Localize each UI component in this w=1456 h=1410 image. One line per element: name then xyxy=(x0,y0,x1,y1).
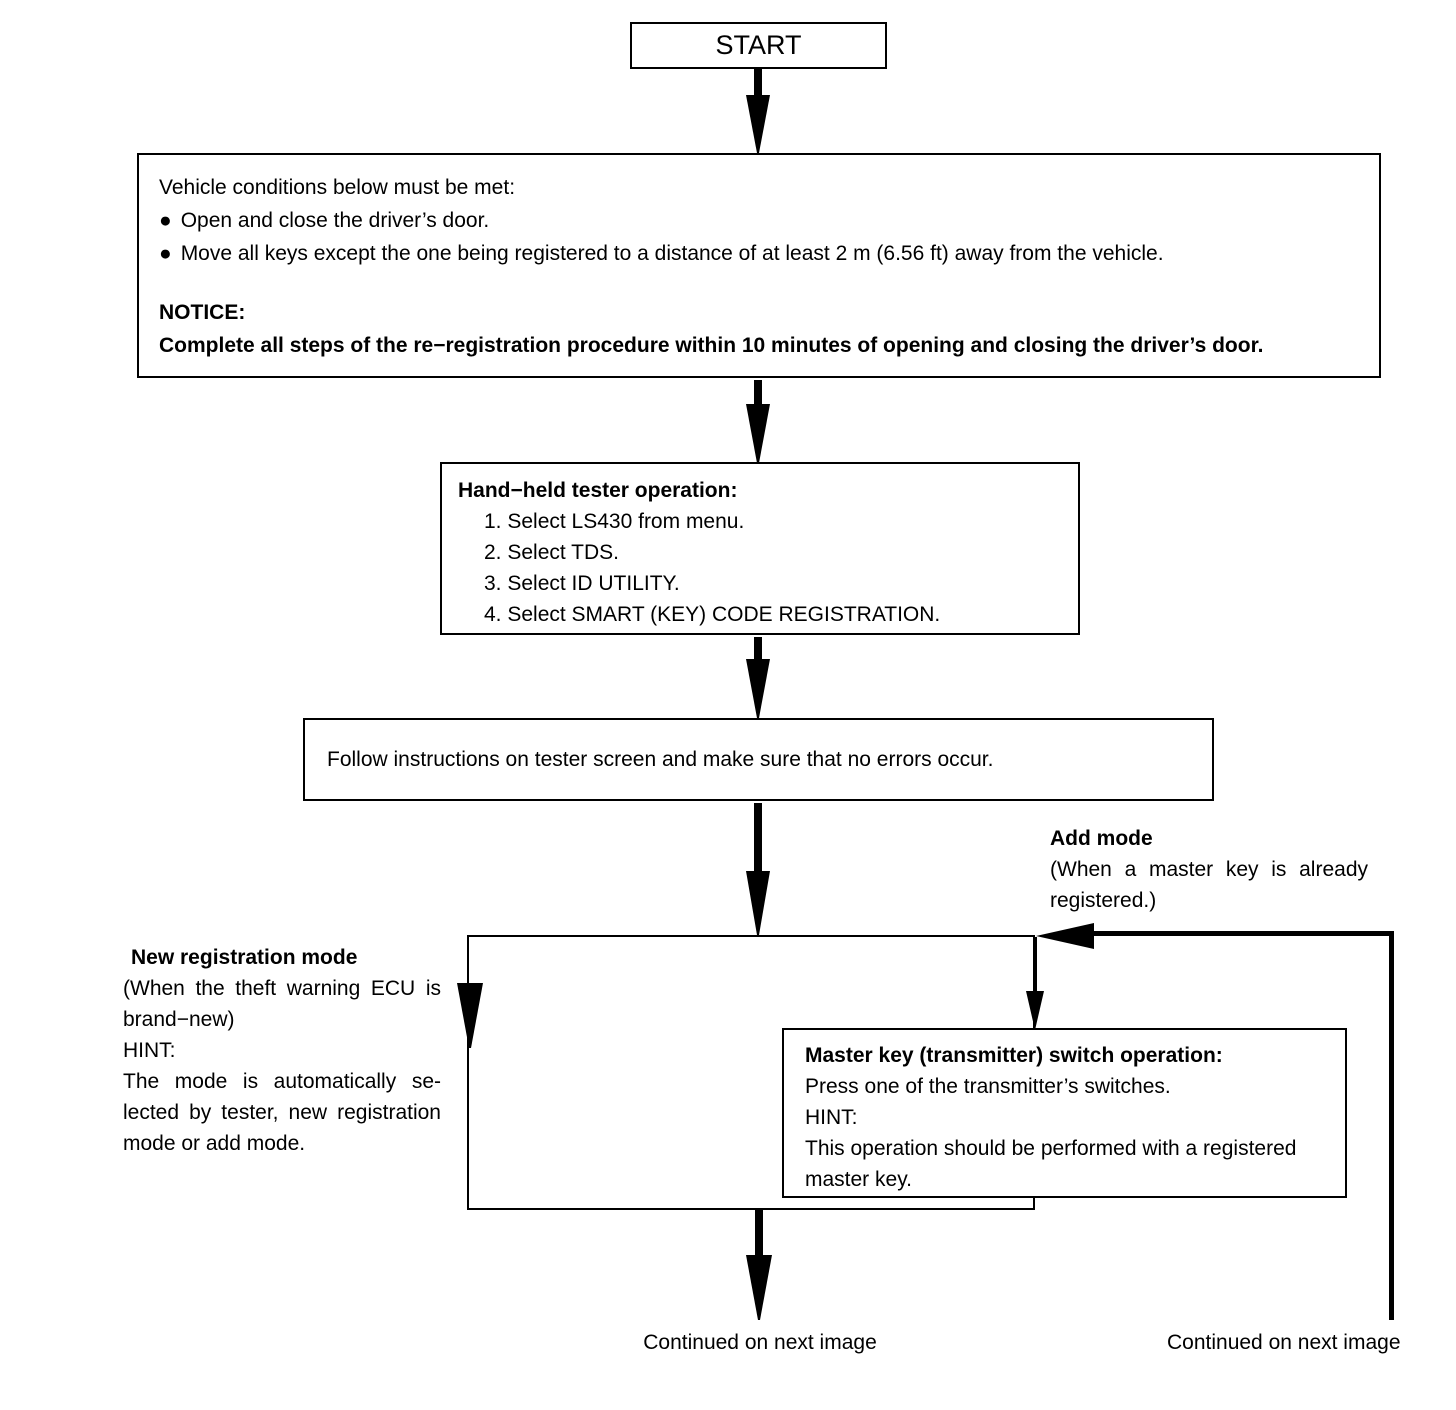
add-mode-title: Add mode xyxy=(1050,827,1153,850)
spacer xyxy=(159,270,1365,296)
flow-arrow-down-1 xyxy=(746,69,770,153)
master-key-operation-node: Master key (transmitter) switch operatio… xyxy=(782,1028,1347,1198)
tester-step: 2. Select TDS. xyxy=(484,541,620,564)
continued-label-center: Continued on next image xyxy=(643,1331,877,1354)
continued-label-right: Continued on next image xyxy=(1167,1331,1401,1354)
notice-label: NOTICE: xyxy=(159,301,246,324)
condition-item: ● Move all keys except the one being reg… xyxy=(159,237,1365,270)
tester-steps: 1. Select LS430 from menu. 2. Select TDS… xyxy=(458,506,1068,630)
master-key-line: Press one of the transmitter’s switches. xyxy=(805,1075,1171,1098)
new-mode-line: mode or add mode. xyxy=(123,1132,306,1155)
bullet-icon: ● xyxy=(159,242,172,265)
vehicle-conditions-node: Vehicle conditions below must be met: ● … xyxy=(137,153,1381,378)
new-mode-line: HINT: xyxy=(123,1039,176,1062)
tester-step: 3. Select ID UTILITY. xyxy=(484,572,680,595)
tester-step: 1. Select LS430 from menu. xyxy=(484,510,745,533)
tester-operation-node: Hand−held tester operation: 1. Select LS… xyxy=(440,462,1080,635)
tester-step: 4. Select SMART (KEY) CODE REGISTRATION. xyxy=(484,603,941,626)
new-registration-mode-label: New registration mode (When the theft wa… xyxy=(123,942,441,1159)
master-key-line: This operation should be performed with … xyxy=(805,1137,1297,1160)
follow-instructions-node: Follow instructions on tester screen and… xyxy=(303,718,1214,801)
master-key-line: master key. xyxy=(805,1168,912,1191)
condition-item: ● Open and close the driver’s door. xyxy=(159,204,1365,237)
bullet-icon: ● xyxy=(159,209,172,232)
condition-text: Move all keys except the one being regis… xyxy=(180,242,1164,265)
tester-title: Hand−held tester operation: xyxy=(458,479,738,502)
master-key-line: HINT: xyxy=(805,1106,858,1129)
add-mode-line: (When a master key is already xyxy=(1050,858,1368,881)
new-mode-line: (When the theft warning ECU is xyxy=(123,977,441,1000)
add-mode-line-vertical xyxy=(1389,931,1394,1320)
follow-instructions-text: Follow instructions on tester screen and… xyxy=(327,747,994,771)
flow-arrow-down-3 xyxy=(746,637,770,718)
add-mode-arrow-left xyxy=(1036,923,1094,949)
master-key-title: Master key (transmitter) switch operatio… xyxy=(805,1044,1223,1067)
new-mode-line: The mode is automatically se- xyxy=(123,1070,441,1093)
new-mode-title: New registration mode xyxy=(131,946,358,969)
start-label: START xyxy=(715,30,802,60)
flow-arrow-down-continued xyxy=(746,1210,772,1320)
conditions-intro: Vehicle conditions below must be met: xyxy=(159,176,516,199)
condition-text: Open and close the driver’s door. xyxy=(180,209,490,232)
start-node: START xyxy=(630,22,887,69)
notice-text: Complete all steps of the re−registratio… xyxy=(159,334,1264,357)
add-mode-line-horizontal xyxy=(1090,931,1394,936)
add-mode-line: registered.) xyxy=(1050,889,1157,912)
flow-arrow-down-4 xyxy=(746,803,770,935)
add-mode-flow-arrow-down xyxy=(1026,937,1044,1028)
new-mode-line: lected by tester, new registration xyxy=(123,1101,441,1124)
new-mode-flow-arrow-down xyxy=(457,983,483,1048)
add-mode-label: Add mode (When a master key is already r… xyxy=(1050,823,1368,916)
new-mode-line: brand−new) xyxy=(123,1008,235,1031)
flow-arrow-down-2 xyxy=(746,380,770,463)
